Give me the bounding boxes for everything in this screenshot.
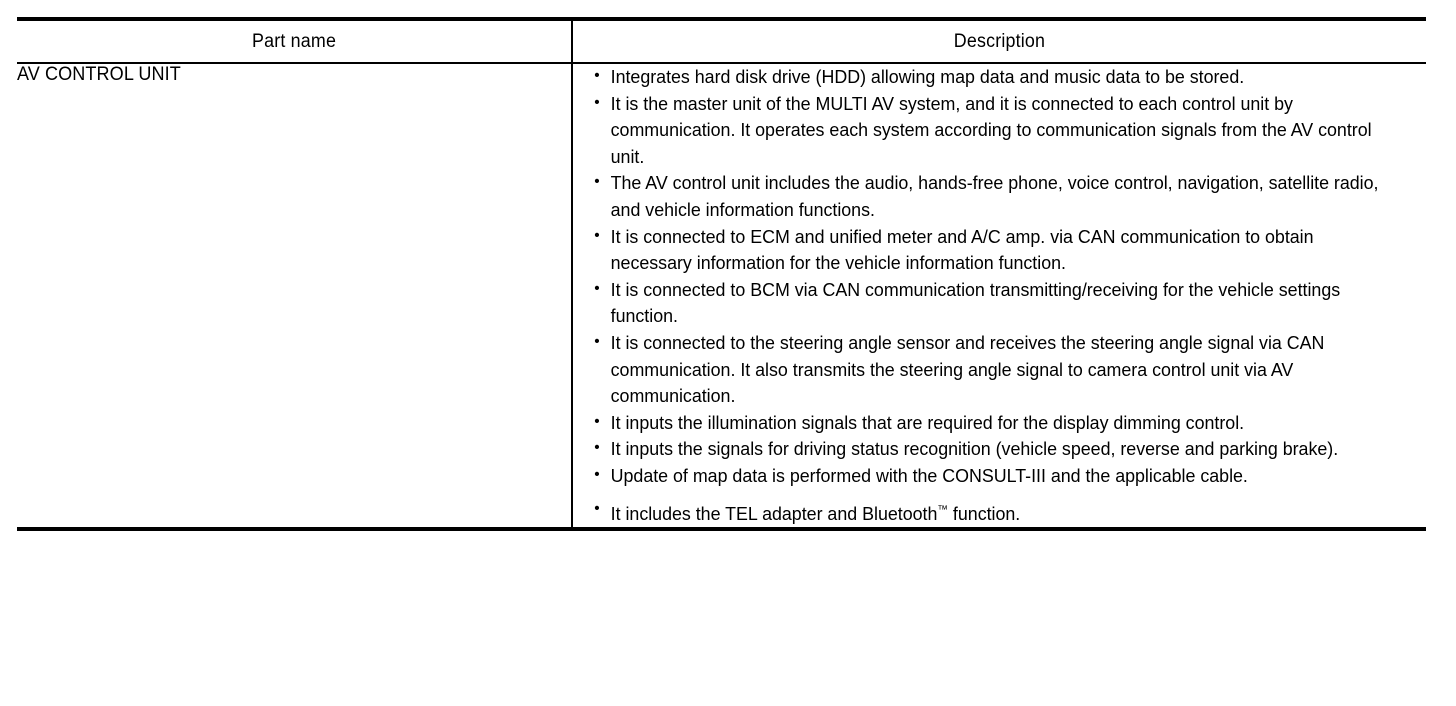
part-name-label: AV CONTROL UNIT <box>17 64 181 85</box>
trademark-icon: ™ <box>937 503 948 516</box>
list-item: Integrates hard disk drive (HDD) allowin… <box>573 63 1396 91</box>
table-header: Part name Description <box>17 19 1426 63</box>
column-header-part-name: Part name <box>251 31 337 52</box>
list-item: It is the master unit of the MULTI AV sy… <box>573 90 1396 171</box>
list-item-text-before-trademark: It includes the TEL adapter and Bluetoot… <box>610 502 938 524</box>
list-item-text-after-trademark: function. <box>947 502 1021 524</box>
column-header-description: Description <box>596 19 1401 63</box>
table-body: AV CONTROL UNIT Integrates hard disk dri… <box>17 63 1426 530</box>
list-item: It is connected to ECM and unified meter… <box>573 223 1396 277</box>
part-description-table: Part name Description AV CONTROL UNIT In… <box>17 17 1426 531</box>
list-item: The AV control unit includes the audio, … <box>573 169 1396 223</box>
list-item: Update of map data is performed with the… <box>573 462 1396 490</box>
table-header-row: Part name Description <box>17 19 1426 63</box>
list-item-trademark: It includes the TEL adapter and Bluetoot… <box>573 496 1396 528</box>
description-bullet-list: Integrates hard disk drive (HDD) allowin… <box>573 63 1426 528</box>
list-item: It inputs the signals for driving status… <box>573 435 1396 463</box>
list-item: It is connected to the steering angle se… <box>573 329 1396 410</box>
table-row: AV CONTROL UNIT Integrates hard disk dri… <box>17 63 1426 530</box>
cell-part-name: AV CONTROL UNIT <box>17 63 572 529</box>
list-item: It is connected to BCM via CAN communica… <box>573 276 1396 330</box>
cell-description: Integrates hard disk drive (HDD) allowin… <box>571 63 1426 530</box>
list-item: It inputs the illumination signals that … <box>573 409 1396 437</box>
